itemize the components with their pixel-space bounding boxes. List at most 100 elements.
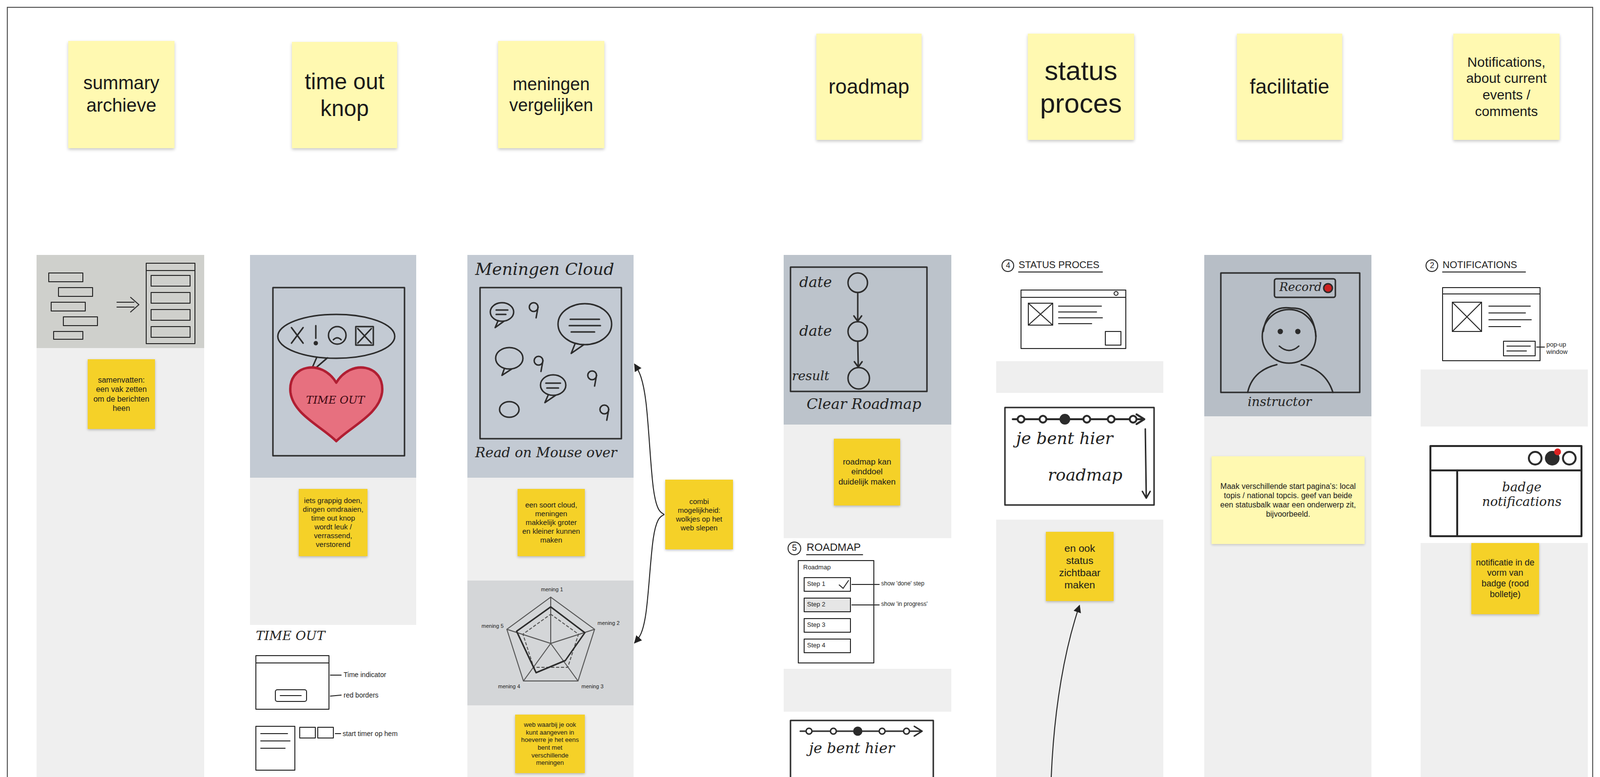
notification-screen-sketch — [1452, 302, 1482, 332]
roadmap-flow-sketch — [790, 267, 927, 392]
timeout-screen-sketch — [280, 694, 302, 696]
summary-sketch — [146, 269, 195, 271]
opinion-web-sketch — [506, 597, 595, 681]
roadmap-steps-sketch — [839, 580, 849, 589]
opinion-cloud-sketch — [480, 287, 622, 439]
facilitator-sketch — [1295, 329, 1300, 334]
facilitator-sketch — [1274, 278, 1336, 298]
status-screen-sketch — [1018, 271, 1103, 273]
handwritten-label: 5 — [791, 542, 797, 554]
sketch-photo: badge notifications — [1420, 426, 1588, 543]
handwritten-label: Record — [1279, 280, 1322, 295]
handwritten-label: Time indicator — [343, 670, 386, 679]
idea-sticky: een soort cloud, meningen makkelijk grot… — [517, 488, 585, 557]
handwritten-label: mening 3 — [581, 683, 604, 690]
timeout-heart-sketch — [315, 325, 317, 339]
opinion-cloud-sketch — [545, 383, 561, 388]
sketch-drawing — [48, 259, 1582, 777]
facilitator-sketch — [1262, 309, 1316, 364]
idea-sticky: web waarbij je ook kunt aangeven in hoev… — [515, 714, 585, 773]
sketch-photo: Recordinstructor — [1204, 254, 1372, 417]
status-timeline-sketch — [1083, 415, 1091, 423]
handwritten-label: start timer op hem — [342, 729, 398, 738]
sketch-photo: mening 1mening 2mening 3mening 4mening 5 — [467, 580, 634, 706]
photo-ground — [783, 254, 952, 425]
sticky-text: notificatie in de vorm van badge (rood b… — [1475, 557, 1536, 600]
facilitator-sketch — [1278, 329, 1283, 334]
handwritten-label: je bent hier — [1016, 428, 1114, 448]
timeout-screen-sketch — [260, 733, 290, 749]
summary-sketch — [58, 287, 93, 297]
facilitator-sketch — [1263, 307, 1316, 337]
idea-sticky: combi mogelijkheid: wolkjes op het web s… — [665, 479, 733, 550]
idea-sticky: samenvatten: een vak zetten om de berich… — [87, 359, 155, 429]
handwritten-label: result — [791, 368, 830, 384]
header-sticky: status proces — [1027, 33, 1135, 140]
handwritten-label: Step 4 — [807, 641, 826, 650]
opinion-cloud-sketch — [499, 401, 520, 418]
opinion-cloud-sketch — [495, 320, 504, 328]
connector-arrow — [634, 364, 665, 515]
notification-screen-sketch — [1506, 346, 1531, 351]
notification-screen-sketch — [1442, 293, 1541, 295]
status-screen-sketch — [1021, 289, 1126, 349]
timeline-sketch — [903, 728, 910, 734]
roadmap-steps-sketch — [804, 597, 851, 612]
status-screen-sketch — [1002, 259, 1014, 272]
timeline-sketch — [790, 720, 934, 777]
handwritten-label: Step 1 — [807, 580, 826, 588]
idea-sticky: iets grappig doen, dingen omdraaien, tim… — [298, 488, 368, 557]
status-screen-sketch — [1058, 306, 1103, 324]
opinion-cloud-sketch — [540, 360, 543, 372]
timeout-screen-sketch — [299, 727, 316, 738]
photo-ground — [1420, 426, 1588, 543]
timeout-screen-sketch — [335, 732, 341, 734]
timeout-heart-sketch — [357, 328, 372, 344]
timeout-heart-sketch — [290, 367, 383, 442]
handwritten-label: mening 4 — [498, 683, 521, 690]
timeline-sketch — [806, 728, 812, 734]
handwritten-label: Step 3 — [807, 621, 826, 629]
status-timeline-sketch — [1129, 415, 1137, 423]
facilitator-sketch — [1279, 346, 1299, 351]
opinion-cloud-sketch — [490, 302, 514, 322]
badge-sketch — [1430, 445, 1582, 537]
facilitator-sketch — [1220, 272, 1360, 393]
header-sticky: roadmap — [816, 33, 922, 140]
roadmap-flow-sketch — [848, 321, 868, 342]
link-arrow — [1051, 605, 1080, 777]
photo-ground — [36, 254, 1588, 777]
status-timeline-sketch — [1017, 415, 1025, 423]
photo-ground — [250, 254, 417, 478]
handwritten-label: TIME OUT — [255, 628, 326, 644]
sticky-text: Notifications, about current events / co… — [1458, 54, 1555, 120]
handwritten-label: Meningen Cloud — [475, 259, 615, 279]
sticky-text: web waarbij je ook kunt aangeven in hoev… — [519, 720, 581, 767]
opinion-cloud-sketch — [534, 356, 543, 366]
timeline-sketch — [830, 728, 837, 734]
sticky-text: samenvatten: een vak zetten om de berich… — [91, 375, 152, 413]
roadmap-flow-sketch — [848, 367, 870, 389]
opinion-cloud-sketch — [599, 404, 609, 414]
handwritten-label: mening 2 — [597, 619, 620, 627]
timeout-heart-sketch — [333, 337, 342, 340]
sketch-photo: TIME OUTTime indicatorred bordersstart t… — [250, 624, 417, 777]
handwritten-label: je bent hier — [809, 739, 895, 757]
sticky-text: en ook status zichtbaar maken — [1049, 541, 1110, 592]
header-sticky: facilitatie — [1236, 33, 1343, 140]
roadmap-steps-sketch — [798, 560, 874, 663]
notification-screen-sketch — [1426, 259, 1438, 272]
handwritten-label: date — [799, 322, 832, 340]
timeout-heart-sketch — [314, 341, 318, 345]
status-timeline-sketch — [1004, 407, 1155, 505]
facilitator-sketch — [1323, 283, 1333, 293]
status-screen-sketch — [1105, 331, 1121, 346]
opinion-cloud-sketch — [540, 374, 566, 396]
idea-sticky: roadmap kan einddoel duidelijk maken — [833, 438, 901, 506]
handwritten-label: TIME OUT — [306, 393, 365, 406]
timeout-screen-sketch — [275, 689, 307, 702]
roadmap-steps-sketch — [806, 554, 863, 556]
status-screen-sketch — [1021, 296, 1126, 298]
sketch-photo: 4STATUS PROCES — [996, 254, 1164, 362]
